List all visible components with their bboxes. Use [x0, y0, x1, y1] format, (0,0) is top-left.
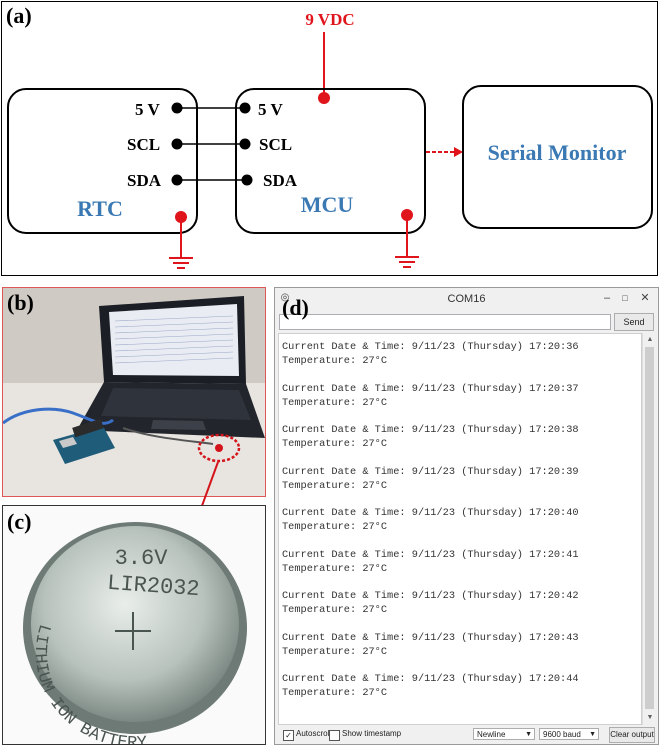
send-input[interactable]: [279, 314, 611, 330]
datetime-line: Current Date & Time: 9/11/23 (Thursday) …: [282, 673, 579, 685]
serial-monitor-block: [462, 85, 653, 229]
scroll-thumb[interactable]: [645, 347, 654, 709]
temperature-line: Temperature: 27°C: [282, 396, 388, 409]
temperature-line: Temperature: 27°C: [282, 645, 388, 658]
rtc-block: [7, 88, 198, 234]
vertical-scrollbar[interactable]: ▲ ▼: [642, 333, 656, 725]
rtc-pin-sda: SDA: [127, 171, 162, 190]
mcu-block: [235, 88, 426, 234]
chevron-down-icon: ▼: [525, 731, 532, 738]
laptop-touchpad: [151, 420, 206, 430]
temperature-line: Temperature: 27°C: [282, 604, 388, 616]
temperature-line: Temperature: 27°C: [282, 355, 388, 367]
show-timestamp-checkbox[interactable]: [329, 730, 340, 741]
power-label: 9 VDC: [305, 10, 354, 29]
mcu-pin-scl: SCL: [259, 135, 292, 154]
checkmark-icon: ✓: [285, 731, 292, 740]
panel-a-block-diagram: 9 VDC 5 V SCL SDA RTC 5 V SCL SDA MCU: [1, 1, 658, 276]
block-diagram-svg: 9 VDC 5 V SCL SDA RTC 5 V SCL SDA MCU: [7, 10, 653, 269]
mcu-label: MCU: [301, 192, 354, 217]
serial-entry: Current Date & Time: 9/11/23 (Thursday) …: [282, 589, 579, 617]
setup-photo-svg: [3, 288, 265, 496]
serial-monitor-window: ◎ COM16 – □ ✕ Send Current Date & Time: …: [274, 287, 659, 745]
maximize-icon[interactable]: □: [622, 293, 628, 303]
usb-cable: [3, 407, 114, 425]
temperature-line: Temperature: 27°C: [282, 687, 388, 699]
app-icon: ◎: [280, 292, 290, 303]
panel-b-setup-photo: (b): [2, 287, 266, 497]
rtc-label: RTC: [77, 196, 123, 221]
laptop-display: [109, 304, 239, 376]
serial-entry: Current Date & Time: 9/11/23 (Thursday) …: [282, 423, 579, 451]
rtc-ground-icon: [169, 217, 193, 269]
temperature-line: Temperature: 27°C: [282, 438, 388, 450]
panel-c-label: (c): [7, 509, 32, 534]
serial-entry: Current Date & Time: 9/11/23 (Thursday) …: [282, 672, 579, 700]
plus-sign-icon: [115, 612, 151, 650]
close-icon[interactable]: ✕: [640, 292, 650, 304]
battery-voltage-text: 3.6V: [115, 546, 169, 571]
arduino-board: [53, 426, 115, 464]
panel-c-battery-photo: 3.6V LIR2032 LITHIUM ION BATTERY (c): [2, 505, 266, 745]
battery-highlight-circle: [197, 433, 241, 463]
baud-rate-select[interactable]: 9600 baud ▼: [539, 728, 599, 740]
window-title: COM16: [447, 293, 486, 305]
send-button[interactable]: Send: [614, 313, 654, 331]
temperature-line: Temperature: 27°C: [282, 479, 388, 492]
line-ending-select[interactable]: Newline ▼: [473, 728, 535, 740]
serial-entry: Current Date & Time: 9/11/23 (Thursday) …: [282, 631, 579, 659]
serial-entry: Current Date & Time: 9/11/23 (Thursday) …: [282, 548, 579, 576]
rtc-pin-5v: 5 V: [135, 100, 160, 119]
power-node: [318, 92, 330, 104]
datetime-line: Current Date & Time: 9/11/23 (Thursday) …: [282, 631, 579, 644]
serial-footer: ✓ Autoscroll Show timestamp Newline ▼ 96…: [275, 726, 658, 744]
datetime-line: Current Date & Time: 9/11/23 (Thursday) …: [282, 548, 579, 561]
chevron-down-icon: ▼: [589, 731, 596, 738]
serial-entry: Current Date & Time: 9/11/23 (Thursday) …: [282, 340, 579, 368]
rtc-pin-scl: SCL: [127, 135, 160, 154]
window-titlebar[interactable]: ◎ COM16 – □ ✕: [275, 288, 658, 312]
data-arrow-head: [454, 147, 463, 157]
datetime-line: Current Date & Time: 9/11/23 (Thursday) …: [282, 424, 579, 436]
serial-entry: Current Date & Time: 9/11/23 (Thursday) …: [282, 382, 579, 410]
baud-rate-value: 9600 baud: [543, 730, 581, 739]
scroll-down-icon[interactable]: ▼: [646, 714, 654, 721]
serial-output[interactable]: Current Date & Time: 9/11/23 (Thursday) …: [278, 333, 642, 725]
clear-output-button[interactable]: Clear output: [609, 727, 655, 743]
coin-cell-battery: [31, 526, 239, 722]
serial-entry: Current Date & Time: 9/11/23 (Thursday) …: [282, 465, 579, 493]
datetime-line: Current Date & Time: 9/11/23 (Thursday) …: [282, 590, 579, 602]
panel-a-label: (a): [6, 3, 32, 28]
autoscroll-checkbox[interactable]: ✓: [283, 730, 294, 741]
temperature-line: Temperature: 27°C: [282, 521, 388, 533]
minimize-icon[interactable]: –: [603, 292, 611, 304]
datetime-line: Current Date & Time: 9/11/23 (Thursday) …: [282, 382, 579, 395]
temperature-line: Temperature: 27°C: [282, 562, 388, 575]
mcu-pin-sda: SDA: [263, 171, 298, 190]
send-row: Send: [279, 313, 654, 331]
line-ending-value: Newline: [477, 730, 506, 739]
rtc-module: [72, 418, 104, 438]
show-timestamp-label: Show timestamp: [342, 729, 402, 738]
battery-svg: 3.6V LIR2032 LITHIUM ION BATTERY: [23, 522, 247, 744]
autoscroll-label: Autoscroll: [296, 729, 332, 738]
scroll-up-icon[interactable]: ▲: [646, 336, 654, 343]
serial-entry: Current Date & Time: 9/11/23 (Thursday) …: [282, 506, 579, 534]
panel-b-label: (b): [7, 290, 34, 315]
panel-d-label: (d): [282, 295, 309, 320]
datetime-line: Current Date & Time: 9/11/23 (Thursday) …: [282, 507, 579, 519]
datetime-line: Current Date & Time: 9/11/23 (Thursday) …: [282, 465, 579, 478]
mcu-ground-icon: [395, 215, 419, 268]
serial-monitor-label: Serial Monitor: [488, 140, 627, 165]
mcu-pin-5v: 5 V: [258, 100, 283, 119]
datetime-line: Current Date & Time: 9/11/23 (Thursday) …: [282, 341, 579, 353]
